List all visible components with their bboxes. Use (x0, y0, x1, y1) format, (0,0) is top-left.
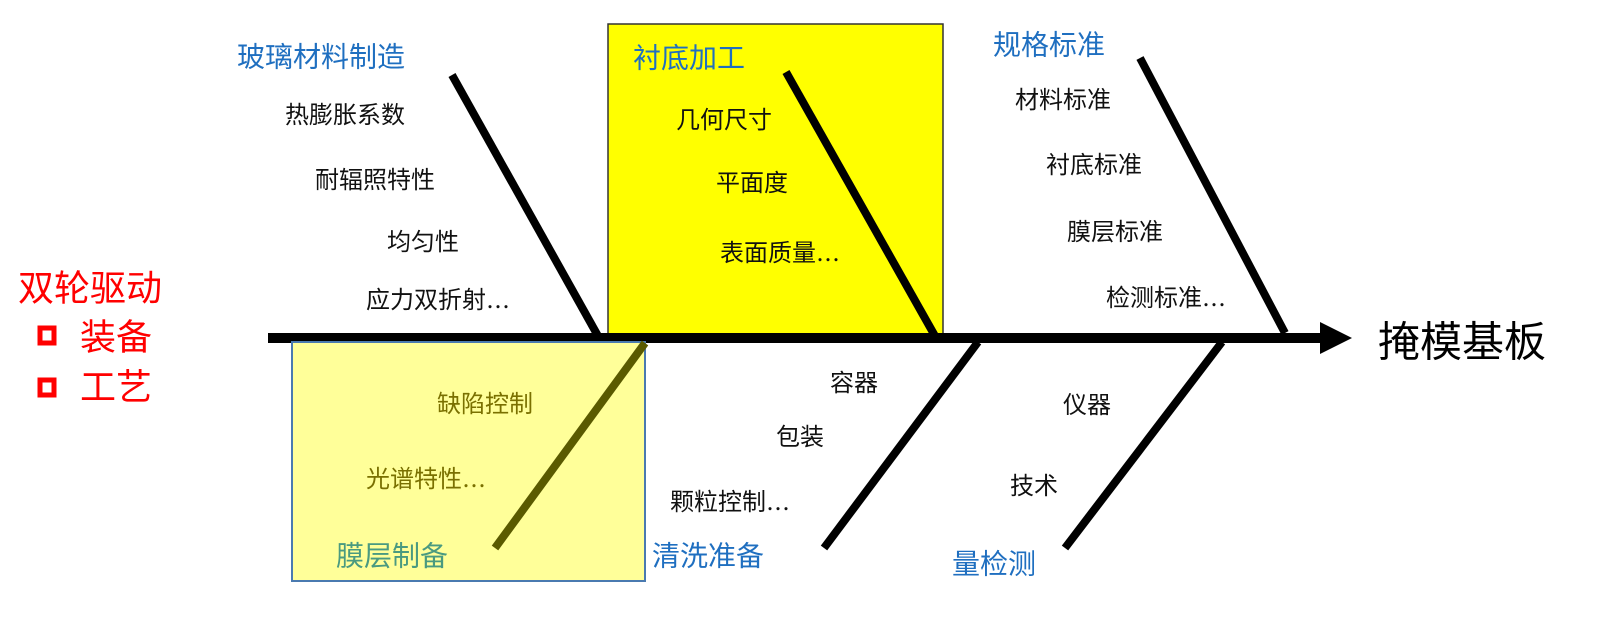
cause-item: 颗粒控制… (670, 488, 790, 516)
category-title-spec: 规格标准 (993, 29, 1105, 62)
cause-item: 表面质量… (720, 239, 840, 267)
cause-item: 衬底标准 (1046, 151, 1142, 179)
driver-item: 工艺 (80, 368, 152, 409)
cause-item: 光谱特性… (366, 465, 486, 493)
driver-bullet-icon (37, 325, 57, 346)
cause-item: 仪器 (1063, 391, 1111, 419)
cause-item: 热膨胀系数 (285, 101, 405, 129)
driver-bullet-icon (37, 377, 57, 398)
bone-cleaning (820, 339, 982, 551)
effect-title: 掩模基板 (1378, 318, 1546, 367)
cause-item: 几何尺寸 (676, 106, 772, 134)
cause-item: 平面度 (716, 169, 788, 197)
cause-item: 检测标准… (1106, 284, 1226, 312)
film-highlight-box (291, 341, 646, 582)
category-title-cleaning: 清洗准备 (652, 540, 764, 573)
driver-item: 装备 (80, 318, 152, 359)
cause-item: 材料标准 (1015, 86, 1111, 114)
category-title-metrology: 量检测 (952, 548, 1036, 581)
cause-item: 容器 (830, 369, 878, 397)
bone-spec (1136, 56, 1289, 335)
cause-item: 膜层标准 (1067, 218, 1163, 246)
bone-metrology (1061, 339, 1226, 551)
cause-item: 应力双折射… (366, 286, 510, 314)
cause-item: 缺陷控制 (437, 390, 533, 418)
cause-item: 包装 (776, 423, 824, 451)
category-title-substrate: 衬底加工 (633, 42, 745, 75)
cause-item: 技术 (1010, 472, 1058, 500)
drivers-title: 双轮驱动 (18, 269, 162, 310)
bone-glass (448, 73, 602, 338)
cause-item: 均匀性 (387, 228, 459, 256)
category-title-glass: 玻璃材料制造 (237, 41, 405, 74)
category-title-film: 膜层制备 (336, 540, 448, 573)
bone-substrate (782, 70, 939, 338)
substrate-highlight-box (607, 23, 944, 339)
spine-arrow-head (1320, 322, 1352, 354)
cause-item: 耐辐照特性 (315, 166, 435, 194)
bone-film (491, 340, 649, 551)
